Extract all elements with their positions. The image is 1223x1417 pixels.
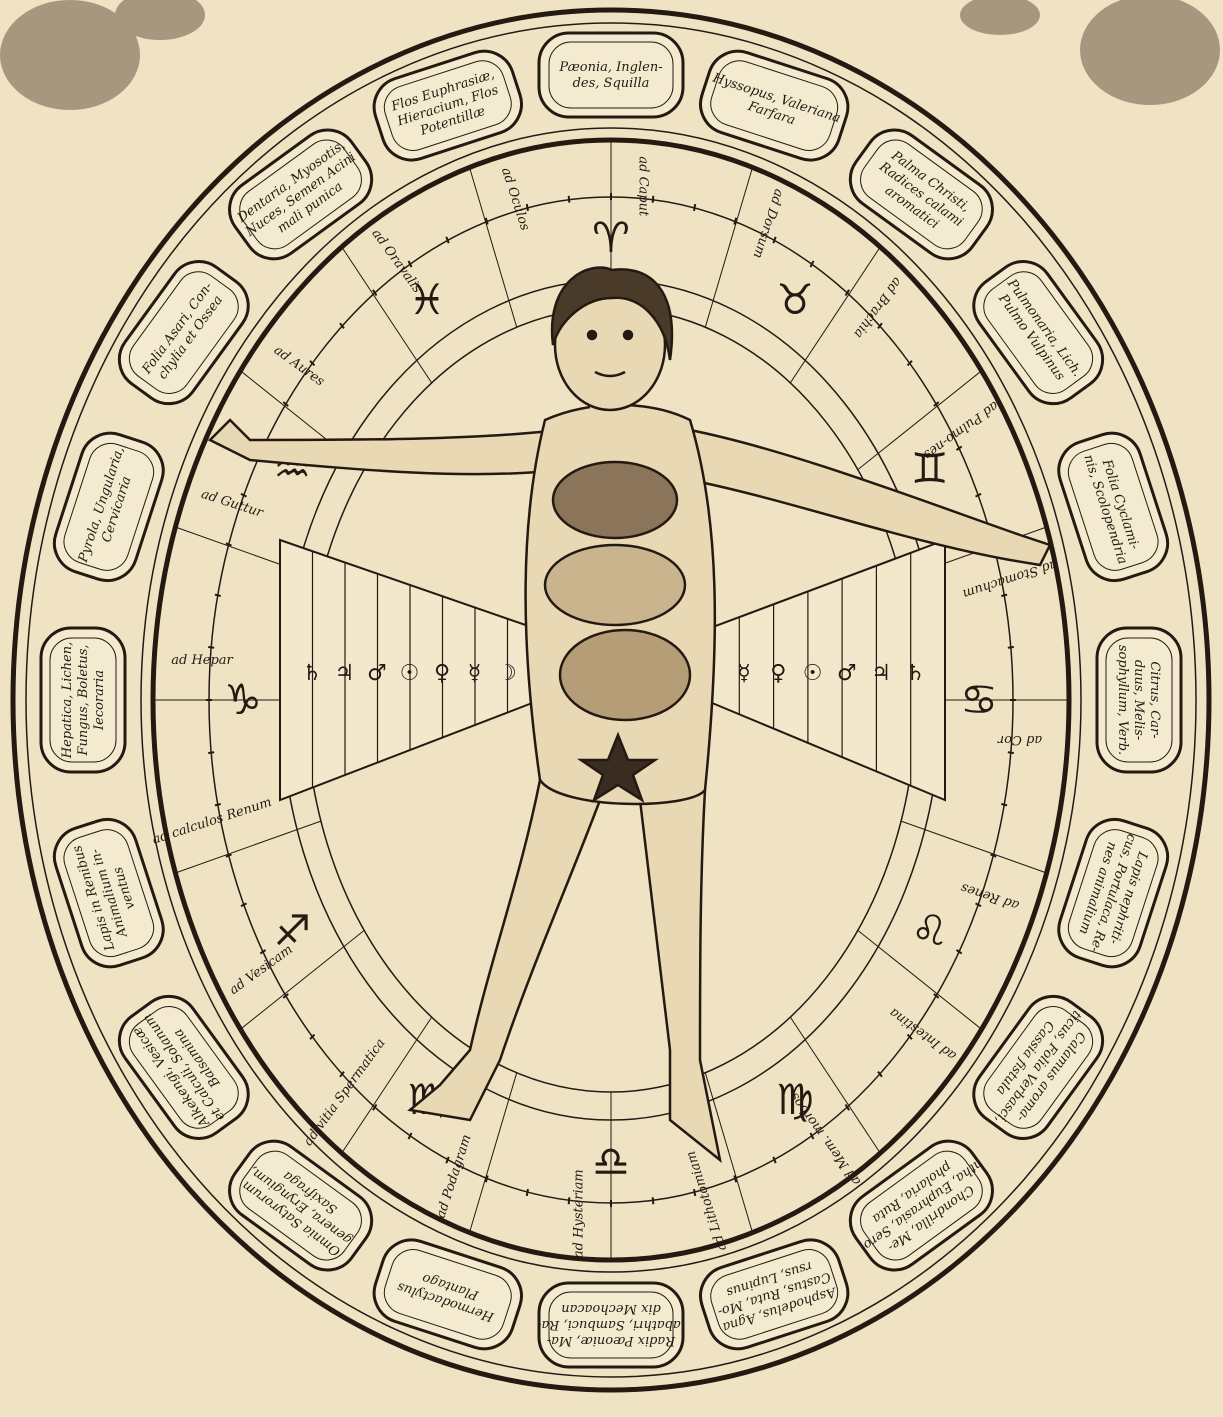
ring-tick bbox=[1001, 595, 1007, 596]
zodiac-sign-virgo: ♍ bbox=[776, 1075, 814, 1124]
ring-tick bbox=[694, 204, 695, 211]
cartouche-text: Citrus, Car- bbox=[1147, 661, 1162, 738]
ribcage bbox=[553, 462, 677, 538]
planet-symbol: ☿ bbox=[468, 661, 482, 686]
planet-symbol: ☿ bbox=[737, 661, 751, 686]
cartouche-text: Iecoraria bbox=[92, 670, 107, 731]
cartouche: Pæonia, Inglen-des, Squilla bbox=[539, 33, 683, 117]
zodiac-sign-taurus: ♉ bbox=[776, 275, 814, 324]
zodiac-sign-leo: ♌ bbox=[911, 906, 949, 955]
ray-label: ad Hepar bbox=[171, 653, 233, 668]
ring-tick bbox=[1008, 647, 1014, 648]
cartouche-text: Radix Pæoniæ, Ma- bbox=[547, 1333, 676, 1348]
ring-tick bbox=[215, 804, 221, 805]
planet-symbol: ☽ bbox=[497, 661, 517, 686]
planet-symbol: ♀ bbox=[434, 661, 450, 686]
ring-tick bbox=[653, 1197, 654, 1204]
cartouche-text: duus, Melis- bbox=[1131, 660, 1146, 740]
ring-tick bbox=[569, 196, 570, 203]
ring-tick bbox=[1001, 804, 1007, 805]
cartouche: Radix Pæoniæ, Ma-labathri, Sambuci, Ra-d… bbox=[537, 1283, 685, 1367]
stomach bbox=[545, 545, 685, 625]
cartouche: Citrus, Car-duus, Melis-sophyllum, Verb. bbox=[1097, 628, 1181, 772]
zodiac-sign-capricorn: ♑ bbox=[224, 675, 262, 724]
zodiac-sign-pisces: ♓ bbox=[408, 275, 446, 324]
zodiac-sign-aries: ♈ bbox=[592, 213, 630, 262]
planet-symbol: ☉ bbox=[803, 661, 823, 686]
ring-tick bbox=[208, 647, 214, 648]
cartouche-text: dix Mechoacan bbox=[561, 1301, 661, 1316]
cartouche-text: Pæonia, Inglen- bbox=[558, 60, 662, 75]
zodiac-sign-gemini: ♊ bbox=[911, 444, 949, 493]
planet-symbol: ♀ bbox=[770, 661, 786, 686]
planet-symbol: ♃ bbox=[871, 661, 891, 686]
ray-label: ad Cor bbox=[997, 732, 1042, 747]
planet-symbol: ♄ bbox=[302, 661, 322, 686]
cartouche-frame bbox=[539, 33, 683, 117]
zodiac-sign-cancer: ♋ bbox=[960, 675, 998, 724]
zodiac-sign-sagittarius: ♐ bbox=[273, 906, 311, 955]
ring-tick bbox=[208, 752, 214, 753]
ring-tick bbox=[1008, 752, 1014, 753]
cartouche-text: des, Squilla bbox=[573, 76, 650, 91]
planet-symbol: ♃ bbox=[335, 661, 355, 686]
cartouche: Hepatica, Lichen,Fungus, Boletus,Iecorar… bbox=[41, 628, 125, 772]
ray-label: ad Caput bbox=[636, 156, 651, 217]
ring-tick bbox=[653, 196, 654, 203]
ring-tick bbox=[527, 1189, 528, 1196]
ring-tick bbox=[694, 1189, 695, 1196]
right-eye bbox=[624, 331, 632, 339]
cartouche-text: sophyllum, Verb. bbox=[1115, 645, 1130, 755]
planet-symbol: ♂ bbox=[837, 661, 857, 686]
cartouche-text: Hepatica, Lichen, bbox=[60, 642, 75, 759]
ray-label: ad Hysteriam bbox=[571, 1169, 586, 1258]
intestines bbox=[560, 630, 690, 720]
cartouche-text: labathri, Sambuci, Ra- bbox=[537, 1317, 685, 1332]
planet-symbol: ♄ bbox=[906, 661, 926, 686]
planet-symbol: ☉ bbox=[400, 661, 420, 686]
ring-tick bbox=[569, 1197, 570, 1204]
cartouche-text: Fungus, Boletus, bbox=[76, 644, 91, 756]
zodiac-sign-libra: ♎ bbox=[592, 1137, 630, 1186]
planet-symbol: ♂ bbox=[367, 661, 387, 686]
left-eye bbox=[588, 331, 596, 339]
ring-tick bbox=[527, 204, 528, 211]
ring-tick bbox=[215, 595, 221, 596]
